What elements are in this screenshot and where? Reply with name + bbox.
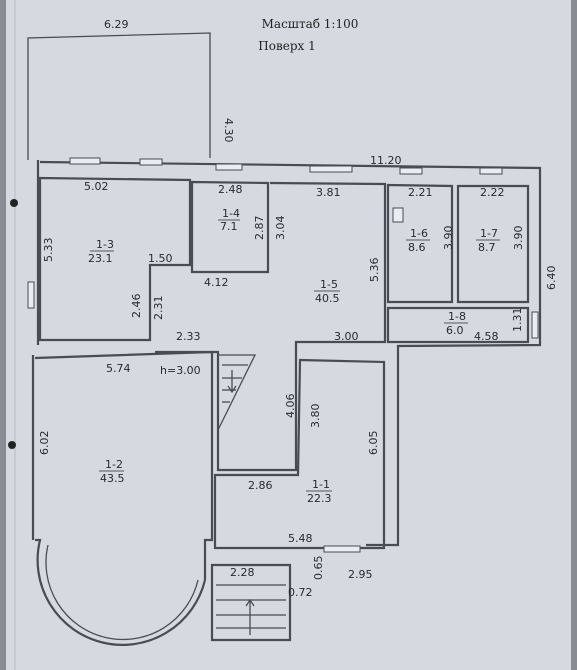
svg-text:1-7: 1-7 xyxy=(480,227,498,240)
room-1-4-label: 1-4 7.1 xyxy=(218,207,240,233)
svg-text:43.5: 43.5 xyxy=(100,472,125,485)
dim-hall-left: 2.31 xyxy=(152,296,165,321)
room-1-7-label: 1-7 8.7 xyxy=(476,227,500,254)
dim-room12-height: 6.02 xyxy=(38,431,51,456)
dim-room18-height: 1.31 xyxy=(511,308,524,333)
dim-stair-width: 3.00 xyxy=(334,330,359,343)
scale-label: Масштаб 1:100 xyxy=(262,17,359,31)
dim-top-height: 4.30 xyxy=(222,118,235,143)
svg-text:1-6: 1-6 xyxy=(410,227,428,240)
room-1-2-label: 1-2 43.5 xyxy=(99,458,125,485)
window xyxy=(69,157,101,165)
dim-room11-right: 6.05 xyxy=(367,431,380,456)
porch-arrow xyxy=(245,598,255,635)
dim-room12-width: 5.74 xyxy=(106,362,131,375)
dim-porch-depth: 0.65 xyxy=(312,556,325,581)
room-1-1-label: 1-1 22.3 xyxy=(306,478,332,505)
dim-room17-width: 2.22 xyxy=(480,186,505,199)
dim-total-height: 6.40 xyxy=(545,266,558,291)
room-1-1-walls xyxy=(213,358,386,550)
svg-text:1-8: 1-8 xyxy=(448,310,466,323)
dim-room16-height: 3.90 xyxy=(442,226,455,251)
dim-step-width: 2.33 xyxy=(176,330,201,343)
dim-porch-width: 2.28 xyxy=(230,566,255,579)
outer-wall-east xyxy=(39,160,542,547)
room-1-6-walls xyxy=(386,183,454,304)
window xyxy=(399,167,423,175)
svg-text:1-4: 1-4 xyxy=(222,207,240,220)
room-1-2-walls xyxy=(34,350,214,580)
svg-text:1-1: 1-1 xyxy=(312,478,330,491)
svg-text:1-5: 1-5 xyxy=(320,278,338,291)
room-1-2-bay-outer xyxy=(35,538,207,646)
dim-room11-bottom: 5.48 xyxy=(288,532,313,545)
room-1-7-walls xyxy=(456,184,530,304)
dim-room15-left-height: 3.04 xyxy=(274,216,287,241)
stair-direction-arrow xyxy=(227,370,237,394)
window xyxy=(215,163,243,171)
dim-notch-width: 1.50 xyxy=(148,252,173,265)
dim-stair-height: 4.06 xyxy=(284,394,297,419)
ceiling-height: h=3.00 xyxy=(160,364,201,377)
paper xyxy=(6,0,571,670)
dim-room18-width: 4.58 xyxy=(474,330,499,343)
svg-text:1-3: 1-3 xyxy=(96,238,114,251)
svg-text:1-2: 1-2 xyxy=(105,458,123,471)
dim-room16-width: 2.21 xyxy=(408,186,433,199)
sink-fixture xyxy=(392,207,404,223)
dim-notch-height: 2.46 xyxy=(130,294,143,319)
dim-total-width: 11.20 xyxy=(370,154,402,167)
room-1-8-walls xyxy=(386,306,530,344)
svg-text:6.0: 6.0 xyxy=(446,324,464,337)
floor-label: Поверх 1 xyxy=(258,39,315,53)
dim-room13-width: 5.02 xyxy=(84,180,109,193)
svg-text:40.5: 40.5 xyxy=(315,292,340,305)
window xyxy=(139,158,163,166)
room-1-5-walls xyxy=(155,181,387,472)
dim-top-width: 6.29 xyxy=(104,18,129,31)
porch-walls xyxy=(210,563,292,642)
inner-stair xyxy=(217,354,257,431)
room-1-3-label: 1-3 23.1 xyxy=(88,238,114,265)
dim-porch-step: 0.72 xyxy=(288,586,313,599)
dim-room14-width: 2.48 xyxy=(218,183,243,196)
svg-text:23.1: 23.1 xyxy=(88,252,113,265)
dim-room15-right-height: 5.36 xyxy=(368,258,381,283)
dim-room15-width: 3.81 xyxy=(316,186,341,199)
binder-hole-top xyxy=(10,199,18,207)
window xyxy=(27,281,35,309)
room-1-5-label: 1-5 40.5 xyxy=(314,278,340,305)
room-1-3-walls xyxy=(38,176,192,342)
dim-room14-height: 2.87 xyxy=(253,216,266,241)
window xyxy=(531,311,539,339)
dim-hall-top: 4.12 xyxy=(204,276,229,289)
dim-room11-left: 3.80 xyxy=(309,404,322,429)
dim-bottom-width: 2.95 xyxy=(348,568,373,581)
dim-room11-width: 2.86 xyxy=(248,479,273,492)
dim-room17-height: 3.90 xyxy=(512,226,525,251)
window xyxy=(323,545,361,553)
window xyxy=(479,167,503,175)
dim-room13-height: 5.33 xyxy=(42,238,55,263)
room-1-6-label: 1-6 8.6 xyxy=(406,227,430,254)
room-1-4-walls xyxy=(190,180,270,274)
window xyxy=(309,165,353,173)
svg-text:8.7: 8.7 xyxy=(478,241,496,254)
svg-text:8.6: 8.6 xyxy=(408,241,426,254)
terrace-outline xyxy=(27,32,211,160)
svg-text:22.3: 22.3 xyxy=(307,492,332,505)
room-1-2-bay-inner xyxy=(45,544,199,641)
binder-hole-bottom xyxy=(8,441,16,449)
svg-text:7.1: 7.1 xyxy=(220,220,238,233)
room-1-8-label: 1-8 6.0 xyxy=(444,310,468,337)
